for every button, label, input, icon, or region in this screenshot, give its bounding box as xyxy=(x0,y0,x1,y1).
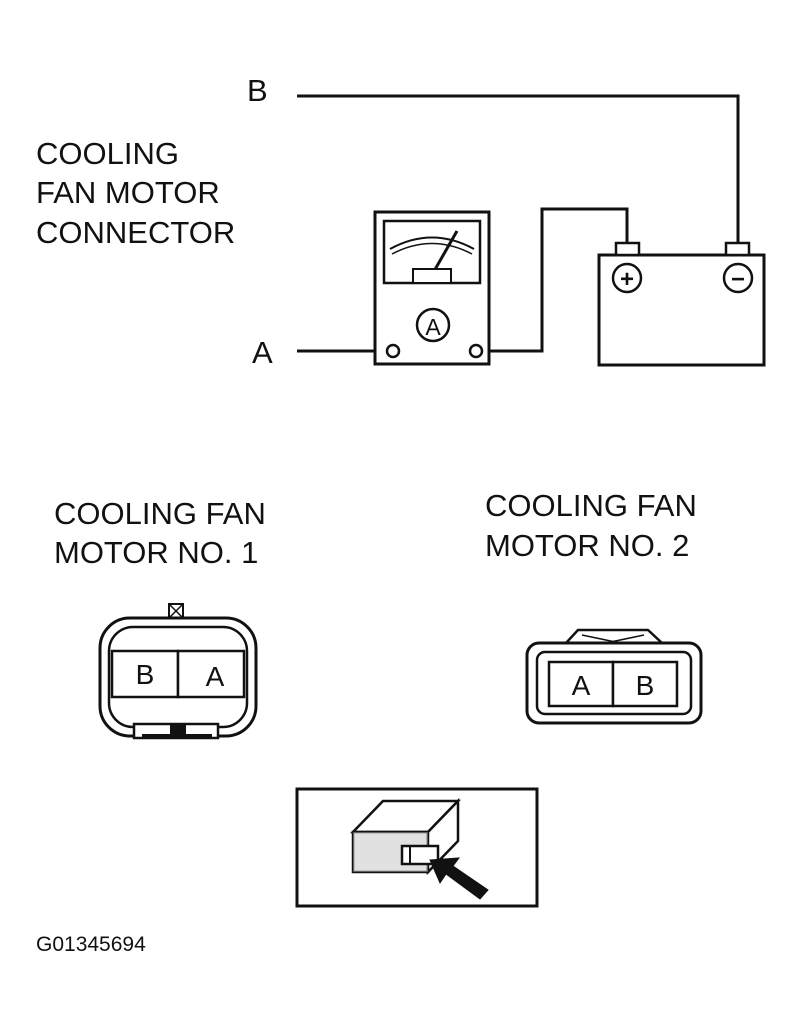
connector-view-inset xyxy=(295,787,539,908)
motor1-pin-cell-left xyxy=(110,649,180,699)
view-direction-arrow-icon xyxy=(429,857,489,900)
wire-b-to-negative xyxy=(297,94,740,244)
ammeter-scale-arc-inner xyxy=(391,242,473,255)
motor1-connector: B A xyxy=(98,603,258,740)
motor1-lock-tab-x2 xyxy=(168,603,184,619)
terminal-b-label: B xyxy=(247,73,268,108)
motor2-title-line-1: COOLING FAN xyxy=(485,488,697,523)
motor2-pin-label-left: A xyxy=(572,670,591,701)
battery-positive-icon xyxy=(611,262,643,294)
battery-negative-icon xyxy=(722,262,754,294)
motor1-pin-label-right: A xyxy=(206,661,225,692)
wire-ammeter-to-positive xyxy=(480,207,629,353)
connector-label-line-2: FAN MOTOR xyxy=(36,175,220,210)
ammeter-terminal-left xyxy=(385,343,401,359)
battery-positive-post xyxy=(614,241,641,257)
motor1-pin-cell-right xyxy=(176,649,246,699)
motor2-title-line-2: MOTOR NO. 2 xyxy=(485,528,689,563)
battery-positive-sign: + xyxy=(620,266,634,293)
motor2-pin-cell-right xyxy=(611,660,679,708)
motor1-bottom-latch-stub xyxy=(170,724,186,734)
ammeter-terminal-right xyxy=(468,343,484,359)
ammeter-needle xyxy=(431,230,459,274)
ammeter-symbol: A xyxy=(425,314,441,340)
ammeter: A xyxy=(373,210,491,366)
motor2-title: COOLING FAN MOTOR NO. 2 xyxy=(485,488,697,563)
ammeter-pivot xyxy=(412,268,452,284)
motor1-title-line-2: MOTOR NO. 1 xyxy=(54,535,258,570)
ammeter-scale-arc xyxy=(389,236,475,250)
motor1-pin-label-left: B xyxy=(136,659,155,690)
motor2-connector: A B xyxy=(525,628,703,725)
connector-label-line-1: COOLING xyxy=(36,136,179,171)
battery-negative-sign: − xyxy=(731,266,745,293)
motor2-pin-label-right: B xyxy=(636,670,655,701)
battery: + − xyxy=(597,241,766,367)
figure-id: G01345694 xyxy=(36,933,146,956)
wiring xyxy=(297,94,740,353)
motor2-lock-hump xyxy=(565,628,663,644)
ammeter-symbol-circle xyxy=(415,307,451,343)
motor1-title: COOLING FAN MOTOR NO. 1 xyxy=(54,496,266,570)
connector-label: COOLING FAN MOTOR CONNECTOR xyxy=(36,136,235,250)
terminal-a-label: A xyxy=(252,335,273,370)
motor1-bottom-latch-fill xyxy=(142,734,212,738)
battery-negative-post xyxy=(724,241,751,257)
connector-label-line-3: CONNECTOR xyxy=(36,215,235,250)
motor1-title-line-1: COOLING FAN xyxy=(54,496,266,531)
